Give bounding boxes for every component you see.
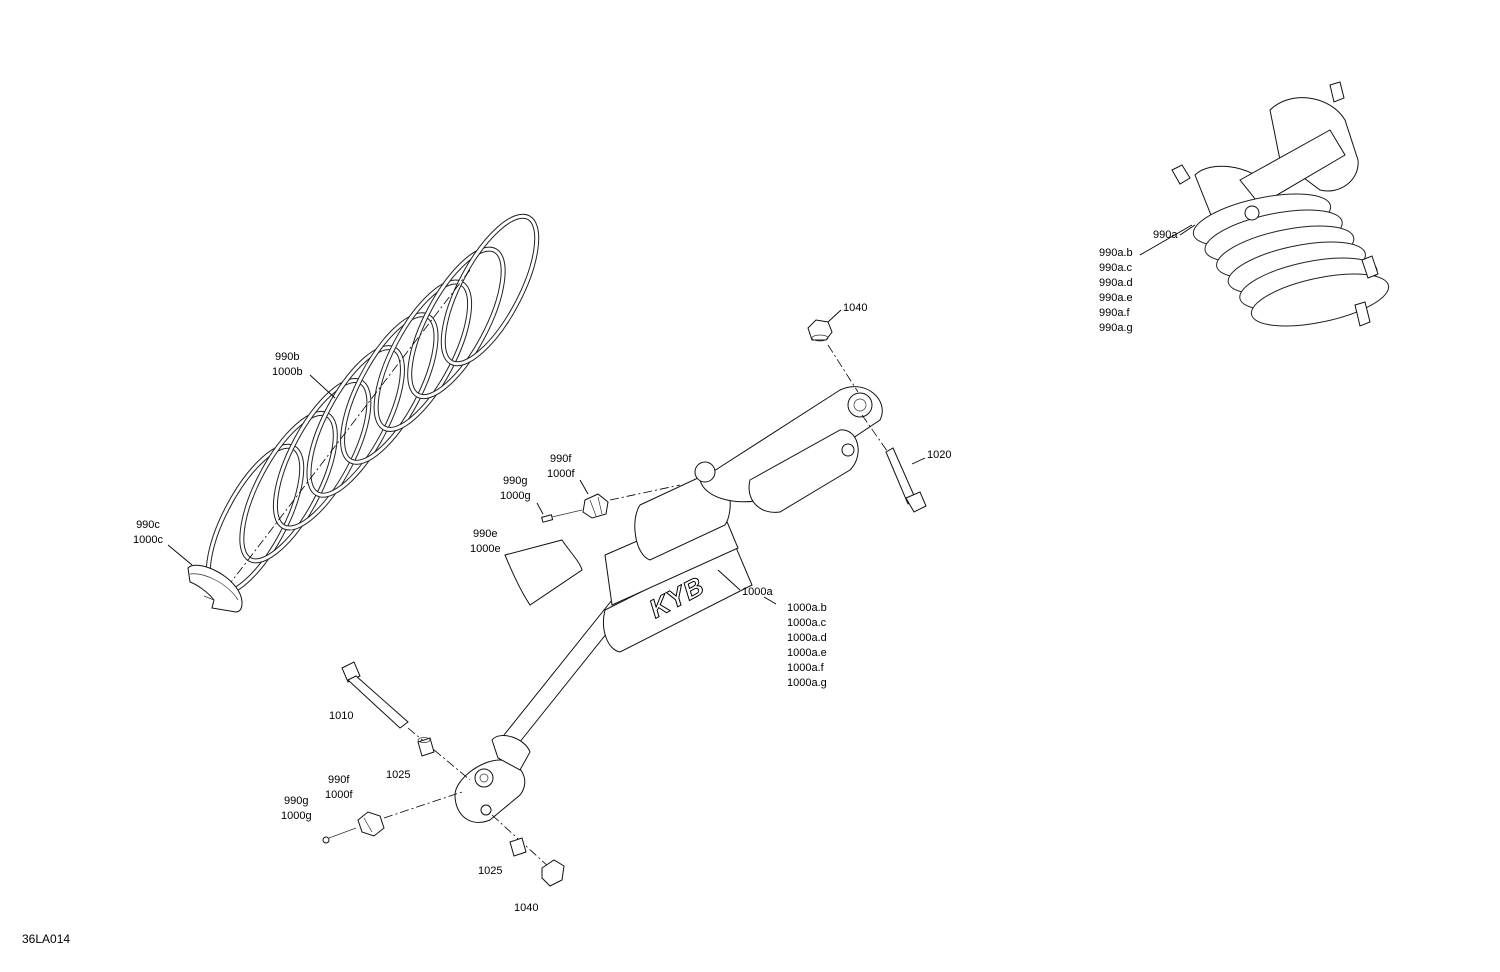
- upper-sleeve: [417, 737, 435, 757]
- callout-1020: 1020: [927, 449, 952, 461]
- shock-absorber: [454, 386, 883, 823]
- spring-coil: [408, 247, 505, 399]
- spring-coil: [273, 379, 371, 530]
- lower-nut-clip: [322, 791, 463, 844]
- coil-spring: [205, 213, 540, 597]
- callout-1040-top: 1040: [843, 302, 868, 314]
- upper-nut-clip: [541, 484, 681, 523]
- callout-1040-bottom: 1040: [514, 902, 539, 914]
- diagram-id: 36LA014: [22, 932, 71, 946]
- callout-990a: 990a: [1153, 229, 1178, 241]
- callout-1025-bottom: 1025: [478, 865, 503, 877]
- lower-sleeve-and-nut: [491, 814, 565, 887]
- spring-coil: [307, 346, 404, 497]
- upper-bolt: [861, 414, 927, 513]
- spring-seat: [187, 564, 243, 613]
- callout-990a-subparts: 990a.b 990a.c 990a.d 990a.e 990a.f 990a.…: [1099, 247, 1133, 334]
- callout-1025-top: 1025: [386, 769, 411, 781]
- assembled-shock-view: [1171, 81, 1390, 327]
- upper-flange-nut: [807, 319, 859, 393]
- callout-1000a-subparts: 1000a.b 1000a.c 1000a.d 1000a.e 1000a.f …: [787, 602, 827, 689]
- callout-1000a: 1000a: [742, 586, 773, 598]
- lower-bolt: [341, 661, 471, 781]
- spring-coil: [240, 411, 337, 563]
- spring-coil: [441, 214, 539, 366]
- spring-coil: [341, 313, 438, 464]
- label-sticker: [504, 539, 583, 606]
- spring-coil: [374, 280, 472, 431]
- assembled-spring-coil: [1250, 273, 1390, 327]
- callout-1010: 1010: [329, 710, 354, 722]
- leader-lines: [167, 224, 1196, 605]
